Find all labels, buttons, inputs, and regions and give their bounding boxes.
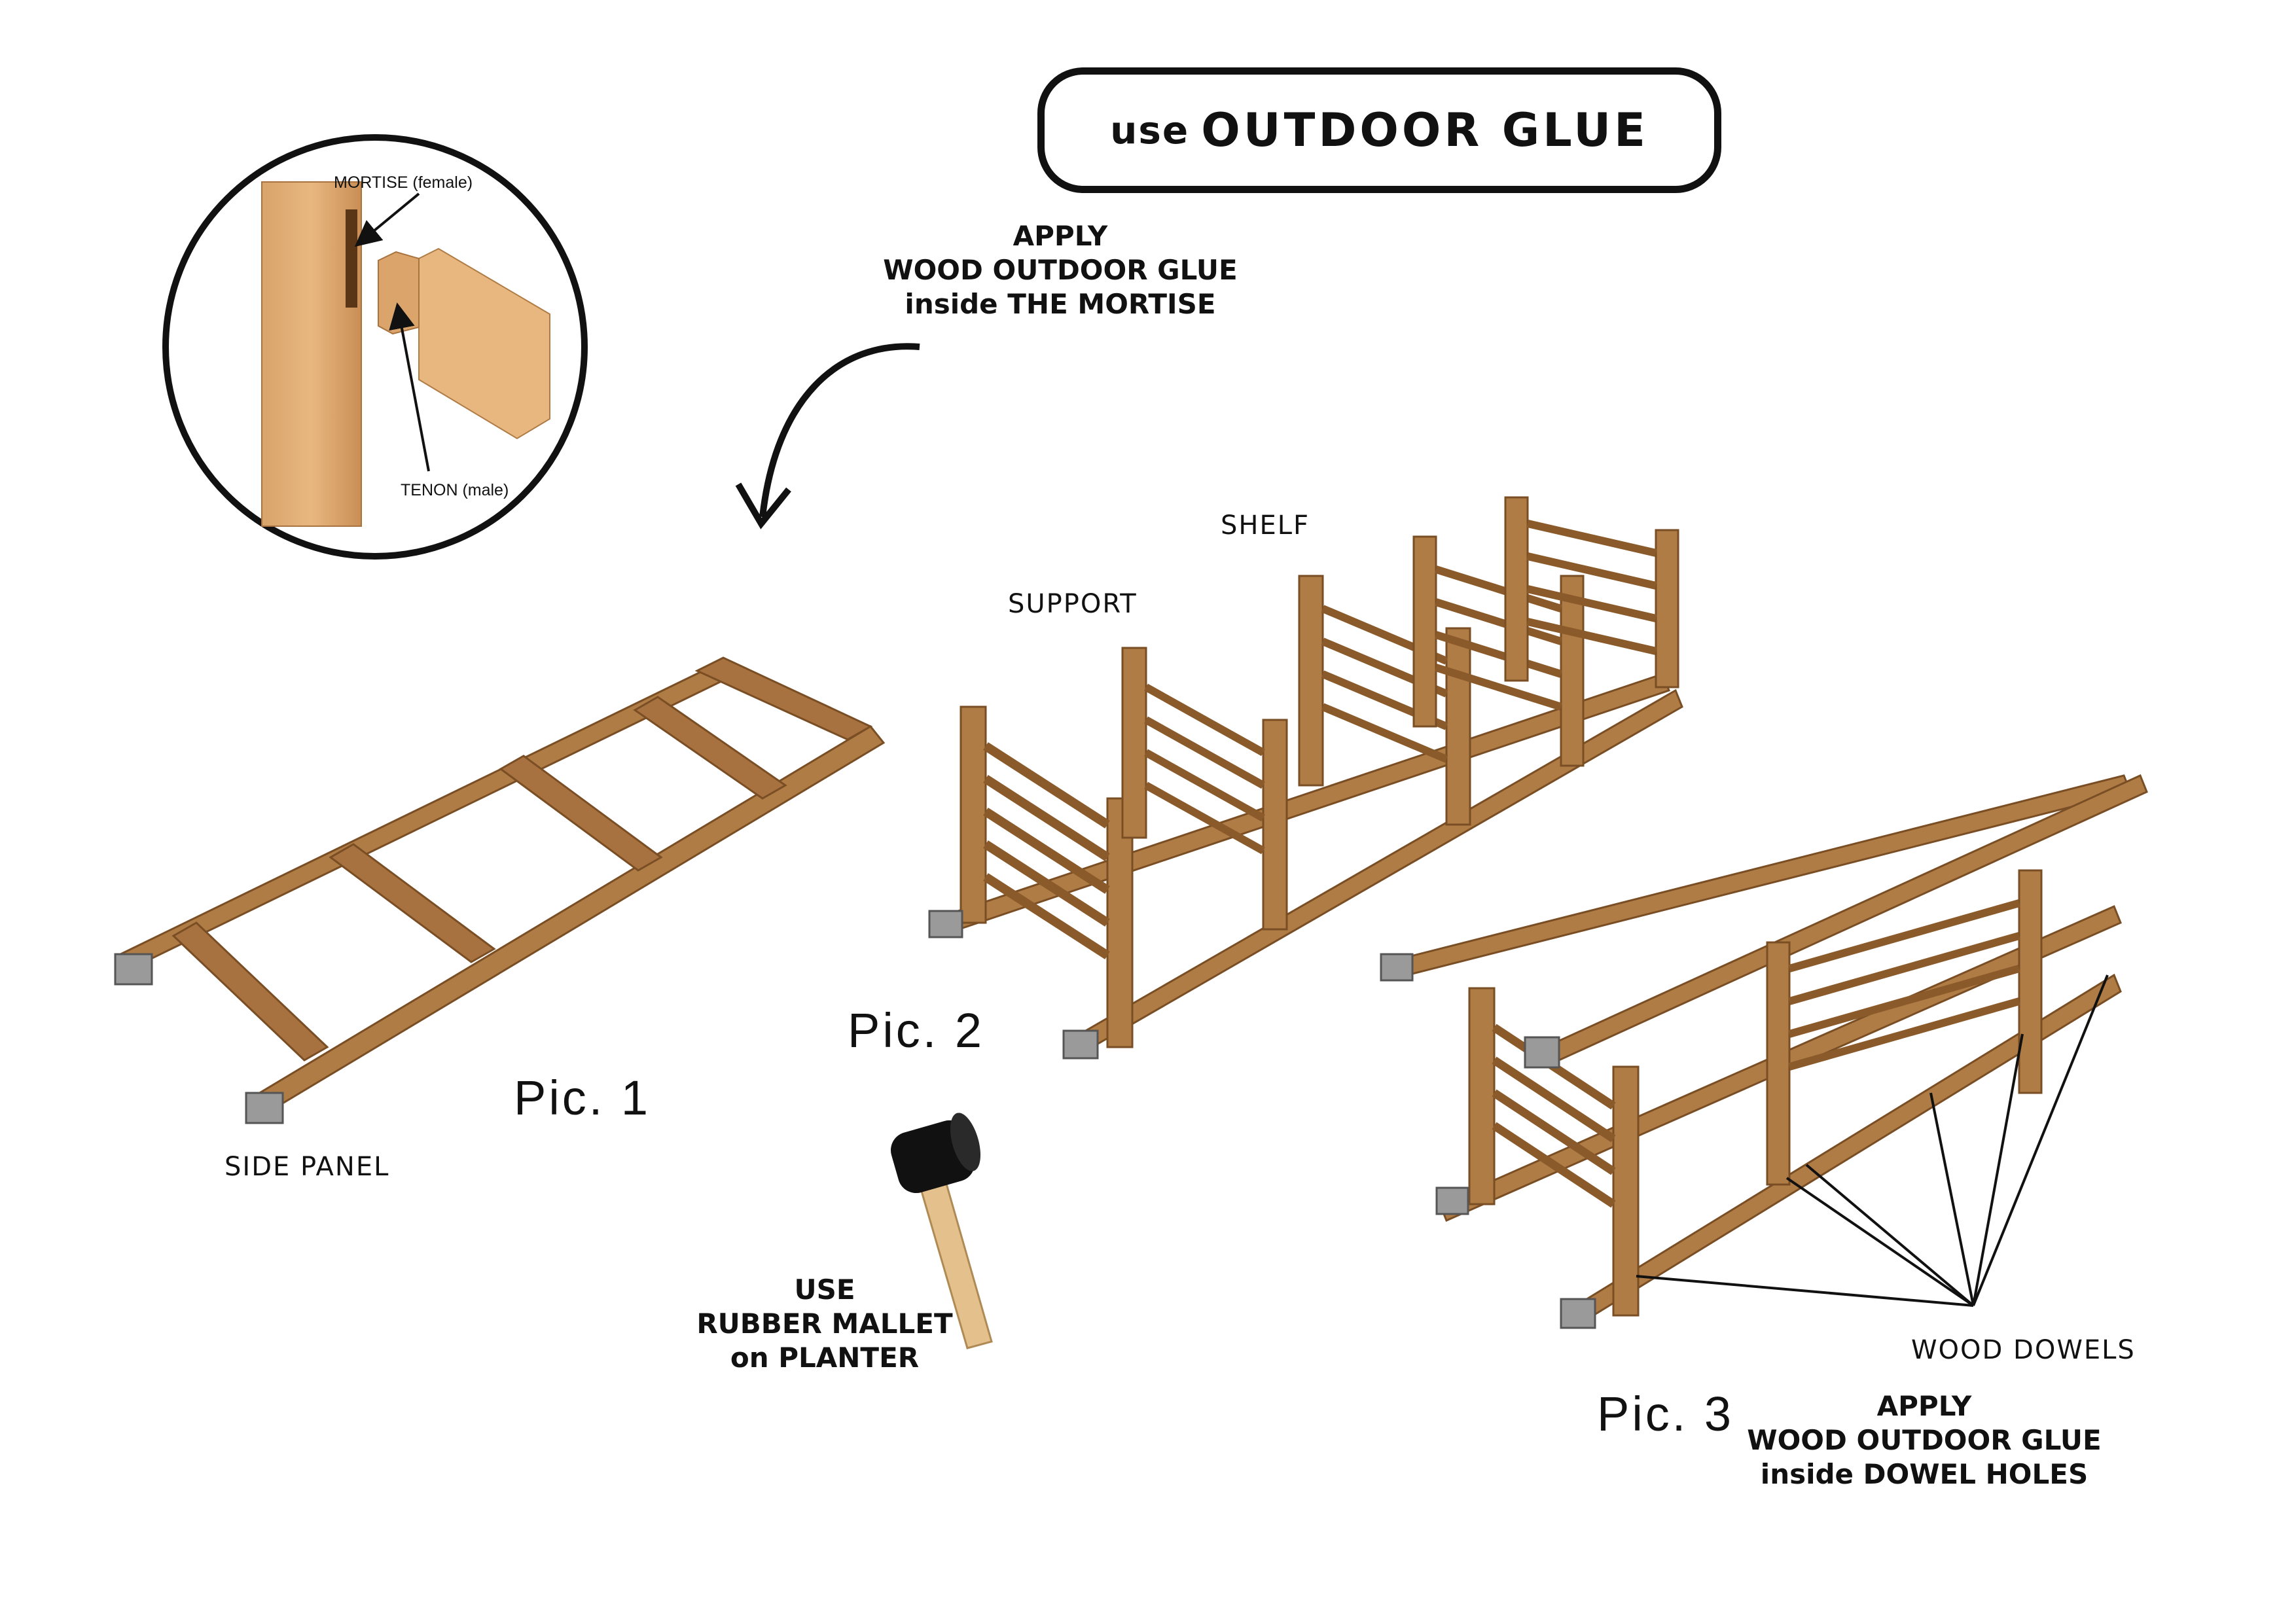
- mortise-callout: MORTISE (female): [334, 173, 473, 192]
- dowel-note-line1: APPLY: [1876, 1390, 1972, 1422]
- mortise-note-line1: APPLY: [1013, 220, 1108, 252]
- pic1-side-panel-frame: [114, 656, 886, 1124]
- foot-cap: [1524, 1036, 1560, 1069]
- mallet-note-line2: RUBBER MALLET: [696, 1308, 953, 1340]
- support-panel: [1121, 647, 1288, 931]
- rubber-mallet: [891, 1113, 993, 1349]
- tenon-callout: TENON (male): [401, 481, 509, 499]
- pic3-label: Pic. 3: [1597, 1387, 1734, 1441]
- shelf-label: SHELF: [1221, 510, 1310, 541]
- mallet-note-line1: USE: [794, 1274, 855, 1306]
- curved-arrow-head: [735, 482, 791, 529]
- glue-title-prefix: use: [1110, 108, 1190, 152]
- dowel-pointer-lines: [1636, 974, 2109, 1307]
- mortise-note-line2: WOOD OUTDOOR GLUE: [883, 254, 1238, 286]
- foot-cap: [114, 953, 153, 986]
- support-label: SUPPORT: [1008, 589, 1138, 619]
- glue-title-main: OUTDOOR GLUE: [1201, 103, 1649, 157]
- post-piece: [261, 181, 362, 527]
- foot-cap: [1560, 1298, 1596, 1329]
- curved-arrow: [759, 343, 920, 518]
- mortise-slot: [346, 209, 357, 308]
- glue-title-box: use OUTDOOR GLUE: [1037, 67, 1721, 193]
- pic2-label: Pic. 2: [848, 1003, 985, 1058]
- side-panel-label: SIDE PANEL: [224, 1152, 390, 1182]
- pic2-supports-shelves: [928, 496, 1683, 1060]
- shelf-panel: [1412, 535, 1585, 767]
- support-panel: [960, 705, 1134, 1048]
- dowel-glue-note: APPLY WOOD OUTDOOR GLUE inside DOWEL HOL…: [1734, 1389, 2114, 1491]
- tenon-pointer: [389, 302, 430, 472]
- mortise-pointer: [354, 192, 420, 247]
- mortise-note-line3: inside THE MORTISE: [905, 288, 1216, 320]
- tenon-piece: [378, 251, 420, 335]
- mallet-note-line3: on PLANTER: [730, 1342, 920, 1374]
- dowel-note-line3: inside DOWEL HOLES: [1760, 1458, 2089, 1490]
- wood-dowels-label: WOOD DOWELS: [1911, 1335, 2136, 1365]
- mallet-note: USE RUBBER MALLET on PLANTER: [681, 1273, 969, 1375]
- pic3-assembled-planter: [1380, 774, 2148, 1329]
- foot-cap: [245, 1092, 284, 1124]
- pic1-label: Pic. 1: [514, 1071, 651, 1125]
- foot-cap: [1435, 1186, 1469, 1215]
- rail-piece: [418, 247, 550, 440]
- mortise-glue-note: APPLY WOOD OUTDOOR GLUE inside THE MORTI…: [870, 219, 1250, 321]
- shelf-panel: [1504, 496, 1679, 688]
- foot-cap: [1062, 1029, 1099, 1060]
- foot-cap: [928, 910, 963, 938]
- foot-cap: [1380, 953, 1414, 982]
- joint-detail-circle: [162, 134, 588, 560]
- dowel-note-line2: WOOD OUTDOOR GLUE: [1747, 1424, 2102, 1456]
